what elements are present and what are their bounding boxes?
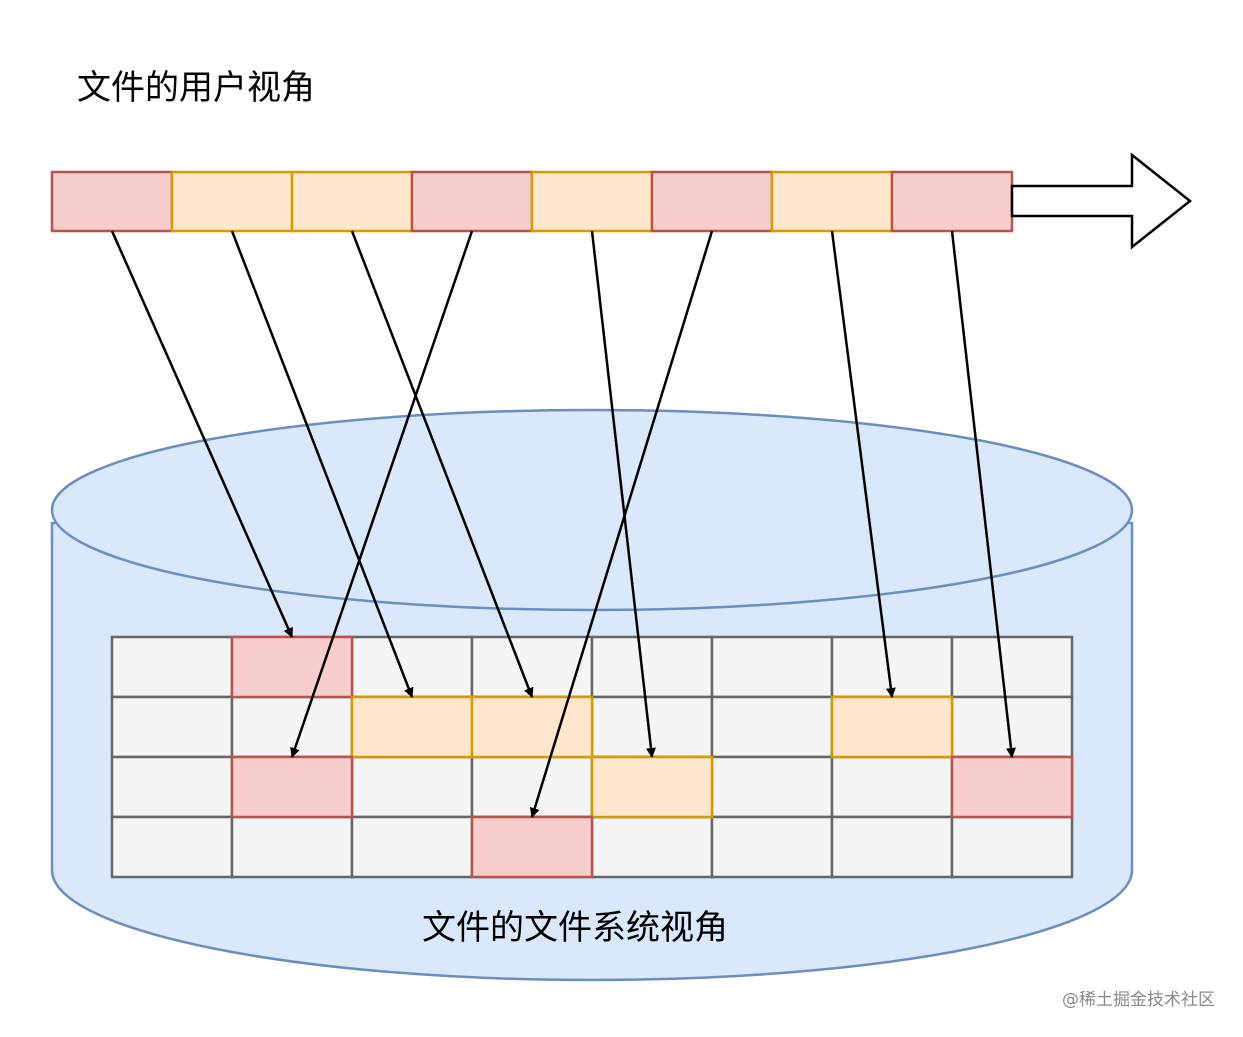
mapping-arrow-2 — [350, 230, 534, 698]
disk-cell — [710, 695, 834, 759]
disk-top — [50, 408, 1134, 612]
disk-cell — [470, 635, 594, 699]
disk-block-orange — [830, 695, 954, 759]
disk-cell — [710, 635, 834, 699]
disk-cell — [710, 755, 834, 819]
disk-cell — [470, 755, 594, 819]
disk-block-red — [470, 815, 594, 879]
user-block-6 — [770, 170, 894, 233]
disk-block-orange — [590, 755, 714, 819]
user-view-block-bar — [50, 170, 1014, 233]
mapping-arrow-7 — [950, 230, 1016, 758]
disk-cell — [590, 635, 714, 699]
disk-block-red — [230, 755, 354, 819]
disk-cell — [110, 635, 234, 699]
user-block-0 — [50, 170, 174, 233]
right-arrow-icon — [1010, 152, 1193, 250]
disk-cell — [230, 815, 354, 879]
disk-cell — [830, 815, 954, 879]
mapping-arrow-1 — [230, 230, 414, 698]
file-direction-arrow — [1010, 152, 1193, 250]
disk-block-grid — [110, 635, 1074, 879]
disk-cell — [110, 695, 234, 759]
user-view-title: 文件的用户视角 — [77, 68, 315, 108]
user-block-4 — [530, 170, 654, 233]
mapping-arrow-4 — [590, 230, 656, 758]
disk-cell — [590, 815, 714, 879]
mapping-arrow-0 — [110, 230, 294, 638]
disk-block-orange — [350, 695, 474, 759]
disk-block-red — [950, 755, 1074, 819]
user-block-7 — [890, 170, 1014, 233]
disk-cell — [230, 695, 354, 759]
disk-cell — [350, 635, 474, 699]
user-block-3 — [410, 170, 534, 233]
user-block-1 — [170, 170, 294, 233]
disk-cell — [110, 815, 234, 879]
watermark: @稀土掘金技术社区 — [1062, 990, 1215, 1010]
user-block-5 — [650, 170, 774, 233]
disk-block-red — [230, 635, 354, 699]
disk-cell — [350, 755, 474, 819]
mapping-arrow-6 — [830, 230, 896, 698]
disk-cell — [710, 815, 834, 879]
filesystem-view-title: 文件的文件系统视角 — [422, 908, 728, 948]
disk-cell — [950, 815, 1074, 879]
user-block-2 — [290, 170, 414, 233]
disk-block-orange — [470, 695, 594, 759]
mapping-arrows — [110, 230, 1016, 818]
disk-cell — [830, 755, 954, 819]
disk-cell — [950, 635, 1074, 699]
disk-cell — [110, 755, 234, 819]
mapping-arrow-3 — [290, 230, 474, 758]
disk-cell — [350, 815, 474, 879]
mapping-arrow-5 — [529, 230, 714, 818]
